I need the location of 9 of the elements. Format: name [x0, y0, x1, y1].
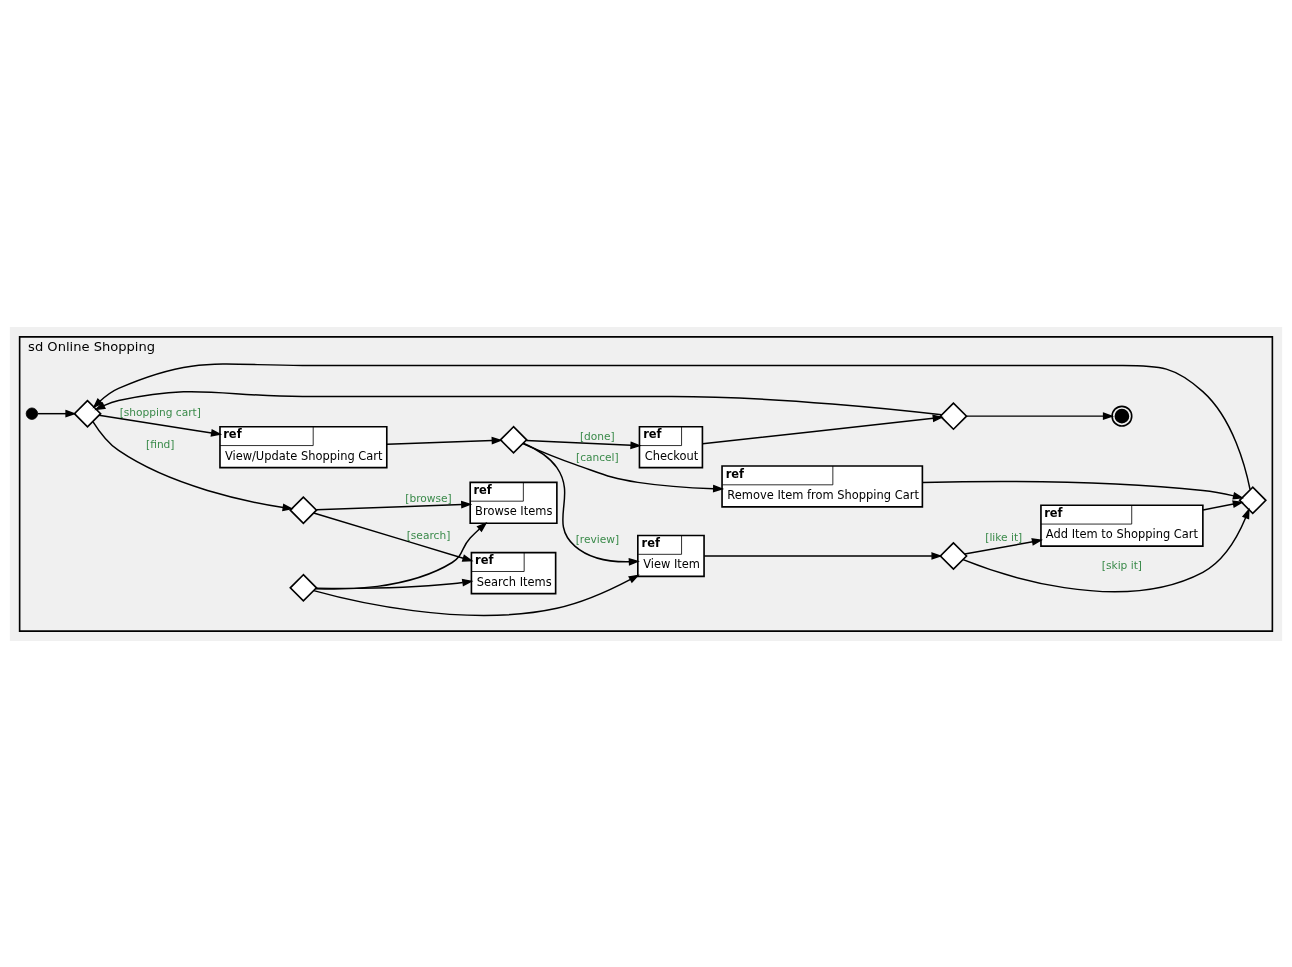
edge-label: [skip it] — [1101, 558, 1142, 572]
edge-label: [browse] — [405, 491, 452, 505]
edge-label: [search] — [406, 528, 451, 542]
edge-label: [like it] — [985, 530, 1023, 544]
edge-label: [cancel] — [575, 450, 619, 464]
edge-label: [find] — [146, 437, 175, 451]
edge-label: [review] — [575, 532, 620, 546]
edge-label: [done] — [579, 429, 615, 443]
edge-label: [shopping cart] — [119, 405, 201, 419]
